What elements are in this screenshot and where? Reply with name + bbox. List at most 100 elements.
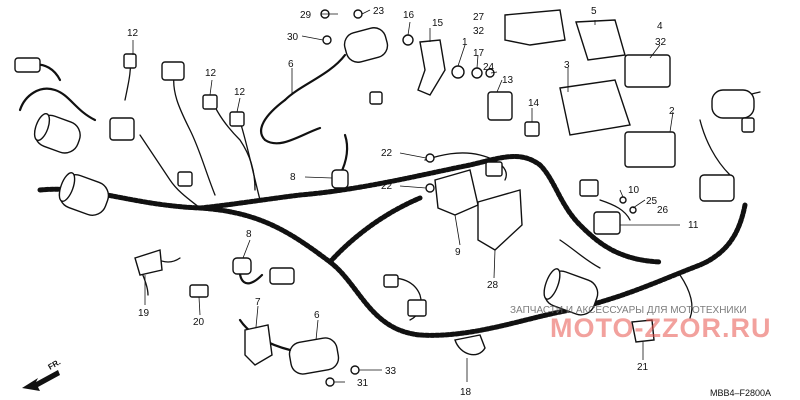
callout-22-b: 22 [381,181,393,192]
callout-12-c: 12 [234,87,246,98]
ignition-coil-top [260,27,389,145]
bolt-22-a [425,153,435,163]
callout-32-b: 32 [655,37,667,48]
callout-6-top: 6 [288,59,294,70]
nut-16 [402,34,414,46]
callout-20: 20 [193,317,205,328]
callout-29: 29 [300,10,312,21]
connector-12-a [161,61,185,81]
leader-lines [132,9,680,383]
callout-17: 17 [473,48,485,59]
bolt-30 [322,35,332,45]
connector-center [485,161,503,177]
connector-11-b [579,179,599,197]
collar-24 [485,68,495,78]
callout-15: 15 [432,18,444,29]
ignition-coils [33,27,755,375]
callout-11: 11 [688,220,699,231]
bracket-9 [434,169,479,216]
connector-right-small [741,117,755,133]
callout-33: 33 [385,366,397,377]
unit-2 [624,131,676,168]
unit-4 [624,54,671,88]
relay-13 [487,91,513,121]
callout-24: 24 [483,62,495,73]
callout-31: 31 [357,378,369,389]
watermark-caption: ЗАПЧАСТИ И АКСЕССУАРЫ ДЛЯ МОТОТЕХНИКИ [510,305,747,316]
bolt-22-b [425,183,435,193]
drawing-code: MBB4–F2800A [710,388,771,398]
callout-7: 7 [255,297,261,308]
callout-12-a: 12 [127,28,139,39]
clip-19 [134,249,163,276]
callout-23: 23 [373,6,385,17]
connector-12-top [123,53,137,69]
bolt-23 [353,9,363,19]
electrical-units [402,9,676,168]
callout-16: 16 [403,10,415,21]
part-14 [524,121,540,137]
callout-1: 1 [462,37,468,48]
callout-10: 10 [628,185,640,196]
callout-21: 21 [637,362,649,373]
callout-labels: 1 2 3 4 5 6 6 7 8 8 9 10 11 12 12 12 13 … [127,6,699,398]
callout-19: 19 [138,308,150,319]
callout-2: 2 [669,106,675,117]
connectors [14,53,755,317]
connector-right-block [699,174,735,202]
connector-bottom-mid [407,299,427,317]
callout-30: 30 [287,32,299,43]
spark-plug-caps [232,133,349,285]
unit-3 [559,79,631,136]
bracket-7 [244,324,273,366]
plug-cap-body [269,267,295,285]
callout-8-upper: 8 [290,172,296,183]
ignition-coil-far-right [711,89,755,119]
connector-12-c [229,111,245,127]
watermark-logo: MOTO-ZZOR.RU [550,313,771,343]
callout-28: 28 [487,280,499,291]
callout-5: 5 [591,6,597,17]
plate-28 [477,189,523,251]
connector-coil-top [369,91,383,105]
callout-9: 9 [455,247,461,258]
clip-21 [631,319,655,343]
callout-4: 4 [657,21,663,32]
callout-14: 14 [528,98,540,109]
connector-left-top [14,57,41,73]
plug-cap-8-lower [232,257,252,275]
ignition-coil-left-lower [58,172,110,216]
arrow-icon [22,370,60,391]
callout-26: 26 [657,205,669,216]
callout-25: 25 [646,196,658,207]
callout-32-a: 32 [473,26,485,37]
bolt-31 [325,377,335,387]
callout-8-lower: 8 [246,229,252,240]
bolt-26 [629,206,637,214]
callout-12-b: 12 [205,68,217,79]
band-18 [454,334,486,356]
connector-small [177,171,193,187]
grommet-17 [471,67,483,79]
bracket-15 [417,39,446,96]
clip-20 [189,284,209,298]
ignition-coil-left-upper [33,112,81,154]
callout-3: 3 [564,60,570,71]
plug-cap-8-upper [331,169,349,189]
connector-12-b [202,94,218,110]
main-harness [18,54,761,338]
connector-11-a [593,211,621,235]
direction-label: FR. [47,357,63,371]
callout-6-bottom: 6 [314,310,320,321]
front-direction-arrow: FR. [22,357,62,391]
cover-5 [575,19,626,61]
callout-27: 27 [473,12,485,23]
grommet-1 [451,65,465,79]
connector-bottom-mid2 [383,274,399,288]
watermark: ЗАПЧАСТИ И АКСЕССУАРЫ ДЛЯ МОТОТЕХНИКИ MO… [510,305,771,343]
cover-27 [504,9,566,46]
callout-22-a: 22 [381,148,393,159]
ignition-coil-right [543,268,599,316]
bolt-33 [350,365,360,375]
